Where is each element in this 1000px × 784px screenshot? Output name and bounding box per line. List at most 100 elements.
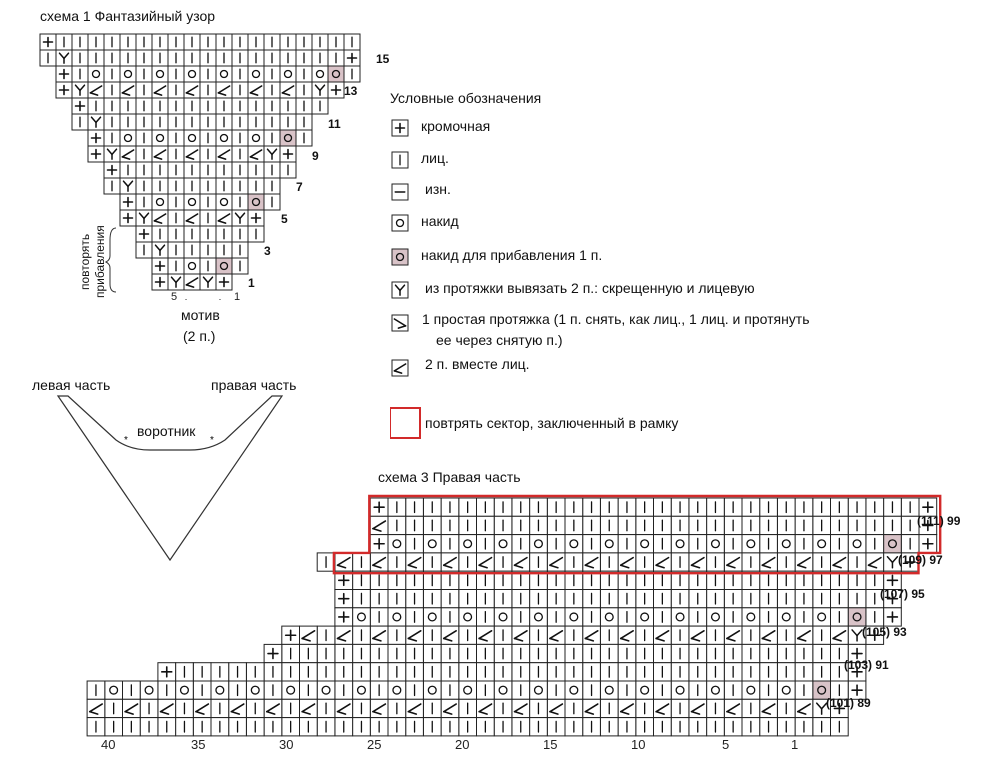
stitch-knit: [476, 717, 495, 737]
chart3-col-label: 1: [791, 737, 799, 752]
stitch-yo: [706, 680, 725, 700]
stitch-knit: [440, 662, 460, 682]
stitch-knit: [87, 97, 105, 115]
chart3-row-label: (103) 91: [844, 658, 889, 672]
stitch-knit: [493, 515, 513, 536]
stitch-knit: [175, 698, 194, 719]
stitch-knit: [352, 552, 371, 572]
stitch-knit: [617, 607, 637, 627]
stitch-knit: [139, 698, 159, 719]
stitch-knit: [794, 607, 814, 627]
stitch-knit: [352, 662, 371, 682]
stitch-knit: [617, 662, 637, 682]
stitch-knit: [529, 643, 548, 664]
stitch-knit: [511, 717, 531, 737]
stitch-knit: [582, 534, 601, 554]
stitch-knit: [458, 717, 477, 737]
stitch-knit: [599, 698, 619, 719]
stitch-k2: [476, 625, 495, 645]
stitch-knit: [688, 534, 708, 554]
legend-item-k2tog: 2 п. вместе лиц.: [425, 356, 530, 372]
stitch-edge: [369, 534, 389, 554]
stitch-yo: [776, 680, 796, 700]
stitch-knit: [476, 607, 495, 627]
stitch-knit: [511, 607, 531, 627]
stitch-yo: [493, 680, 513, 700]
stitch-yo: [670, 534, 690, 554]
legend-item-yo-inc: накид для прибавления 1 п.: [421, 247, 603, 263]
stitch-k2: [263, 698, 283, 719]
stitch-knit: [741, 552, 761, 572]
stitch-knit: [865, 497, 885, 517]
stitch-k2: [546, 625, 566, 645]
stitch-knit: [311, 33, 329, 51]
stitch-knit: [706, 643, 725, 664]
stitch-knit: [387, 717, 407, 737]
stitch-k2: [688, 625, 708, 645]
stitch-edge: [279, 145, 297, 163]
stitch-y: [87, 113, 105, 131]
stitch-knit: [599, 515, 619, 536]
stitch-yo: [635, 607, 654, 627]
stitch-knit: [617, 680, 637, 700]
stitch-knit: [387, 643, 407, 664]
stitch-knit: [564, 497, 584, 517]
stitch-knit: [422, 662, 442, 682]
stitch-knit: [247, 161, 265, 179]
shape-diagram: * *: [56, 395, 284, 562]
stitch-knit: [311, 97, 329, 115]
stitch-knit: [688, 607, 708, 627]
stitch-knit: [405, 680, 424, 700]
stitch-yo: [458, 607, 477, 627]
chart1-col-label: 1: [234, 291, 241, 303]
stitch-y: [263, 145, 281, 163]
stitch-knit: [582, 607, 601, 627]
stitch-knit: [104, 698, 124, 719]
stitch-knit: [883, 497, 902, 517]
stitch-knit: [670, 643, 690, 664]
stitch-yo: [422, 680, 442, 700]
stitch-yo: [245, 680, 265, 700]
stitch-yo: [175, 680, 194, 700]
stitch-k2: [391, 359, 409, 377]
shape-collar-label: воротник: [137, 423, 196, 439]
chart3-col-label: 25: [367, 737, 382, 752]
stitch-knit: [493, 589, 513, 609]
stitch-knit: [299, 680, 318, 700]
stitch-knit: [192, 680, 212, 700]
stitch-k2: [440, 625, 460, 645]
stitch-knit: [776, 625, 796, 645]
stitch-k2: [653, 698, 672, 719]
chart3-col-label: 10: [631, 737, 646, 752]
stitch-yo: [493, 607, 513, 627]
stitch-k2: [759, 698, 778, 719]
stitch-knit: [830, 589, 849, 609]
stitch-yo: [352, 607, 371, 627]
stitch-knit: [582, 497, 601, 517]
stitch-knit: [405, 607, 424, 627]
stitch-knit: [104, 717, 124, 737]
stitch-knit: [812, 552, 831, 572]
stitch-knit: [476, 680, 495, 700]
stitch-knit: [546, 643, 566, 664]
collar-star-left: *: [124, 435, 128, 446]
stitch-knit: [511, 534, 531, 554]
stitch-k2: [723, 698, 743, 719]
stitch-knit: [281, 662, 300, 682]
stitch-k2: [865, 552, 885, 572]
stitch-k2: [215, 209, 233, 227]
stitch-knit: [776, 717, 796, 737]
stitch-knit: [564, 662, 584, 682]
stitch-knit: [546, 534, 566, 554]
stitch-knit: [511, 662, 531, 682]
stitch-k2: [369, 625, 389, 645]
stitch-knit: [476, 534, 495, 554]
stitch-knit: [776, 662, 796, 682]
stitch-knit: [511, 589, 531, 609]
stitch-knit: [617, 643, 637, 664]
stitch-knit: [422, 515, 442, 536]
stitch-yo: [741, 534, 761, 554]
stitch-k2: [723, 625, 743, 645]
stitch-knit: [247, 225, 265, 243]
stitch-knit: [263, 680, 283, 700]
